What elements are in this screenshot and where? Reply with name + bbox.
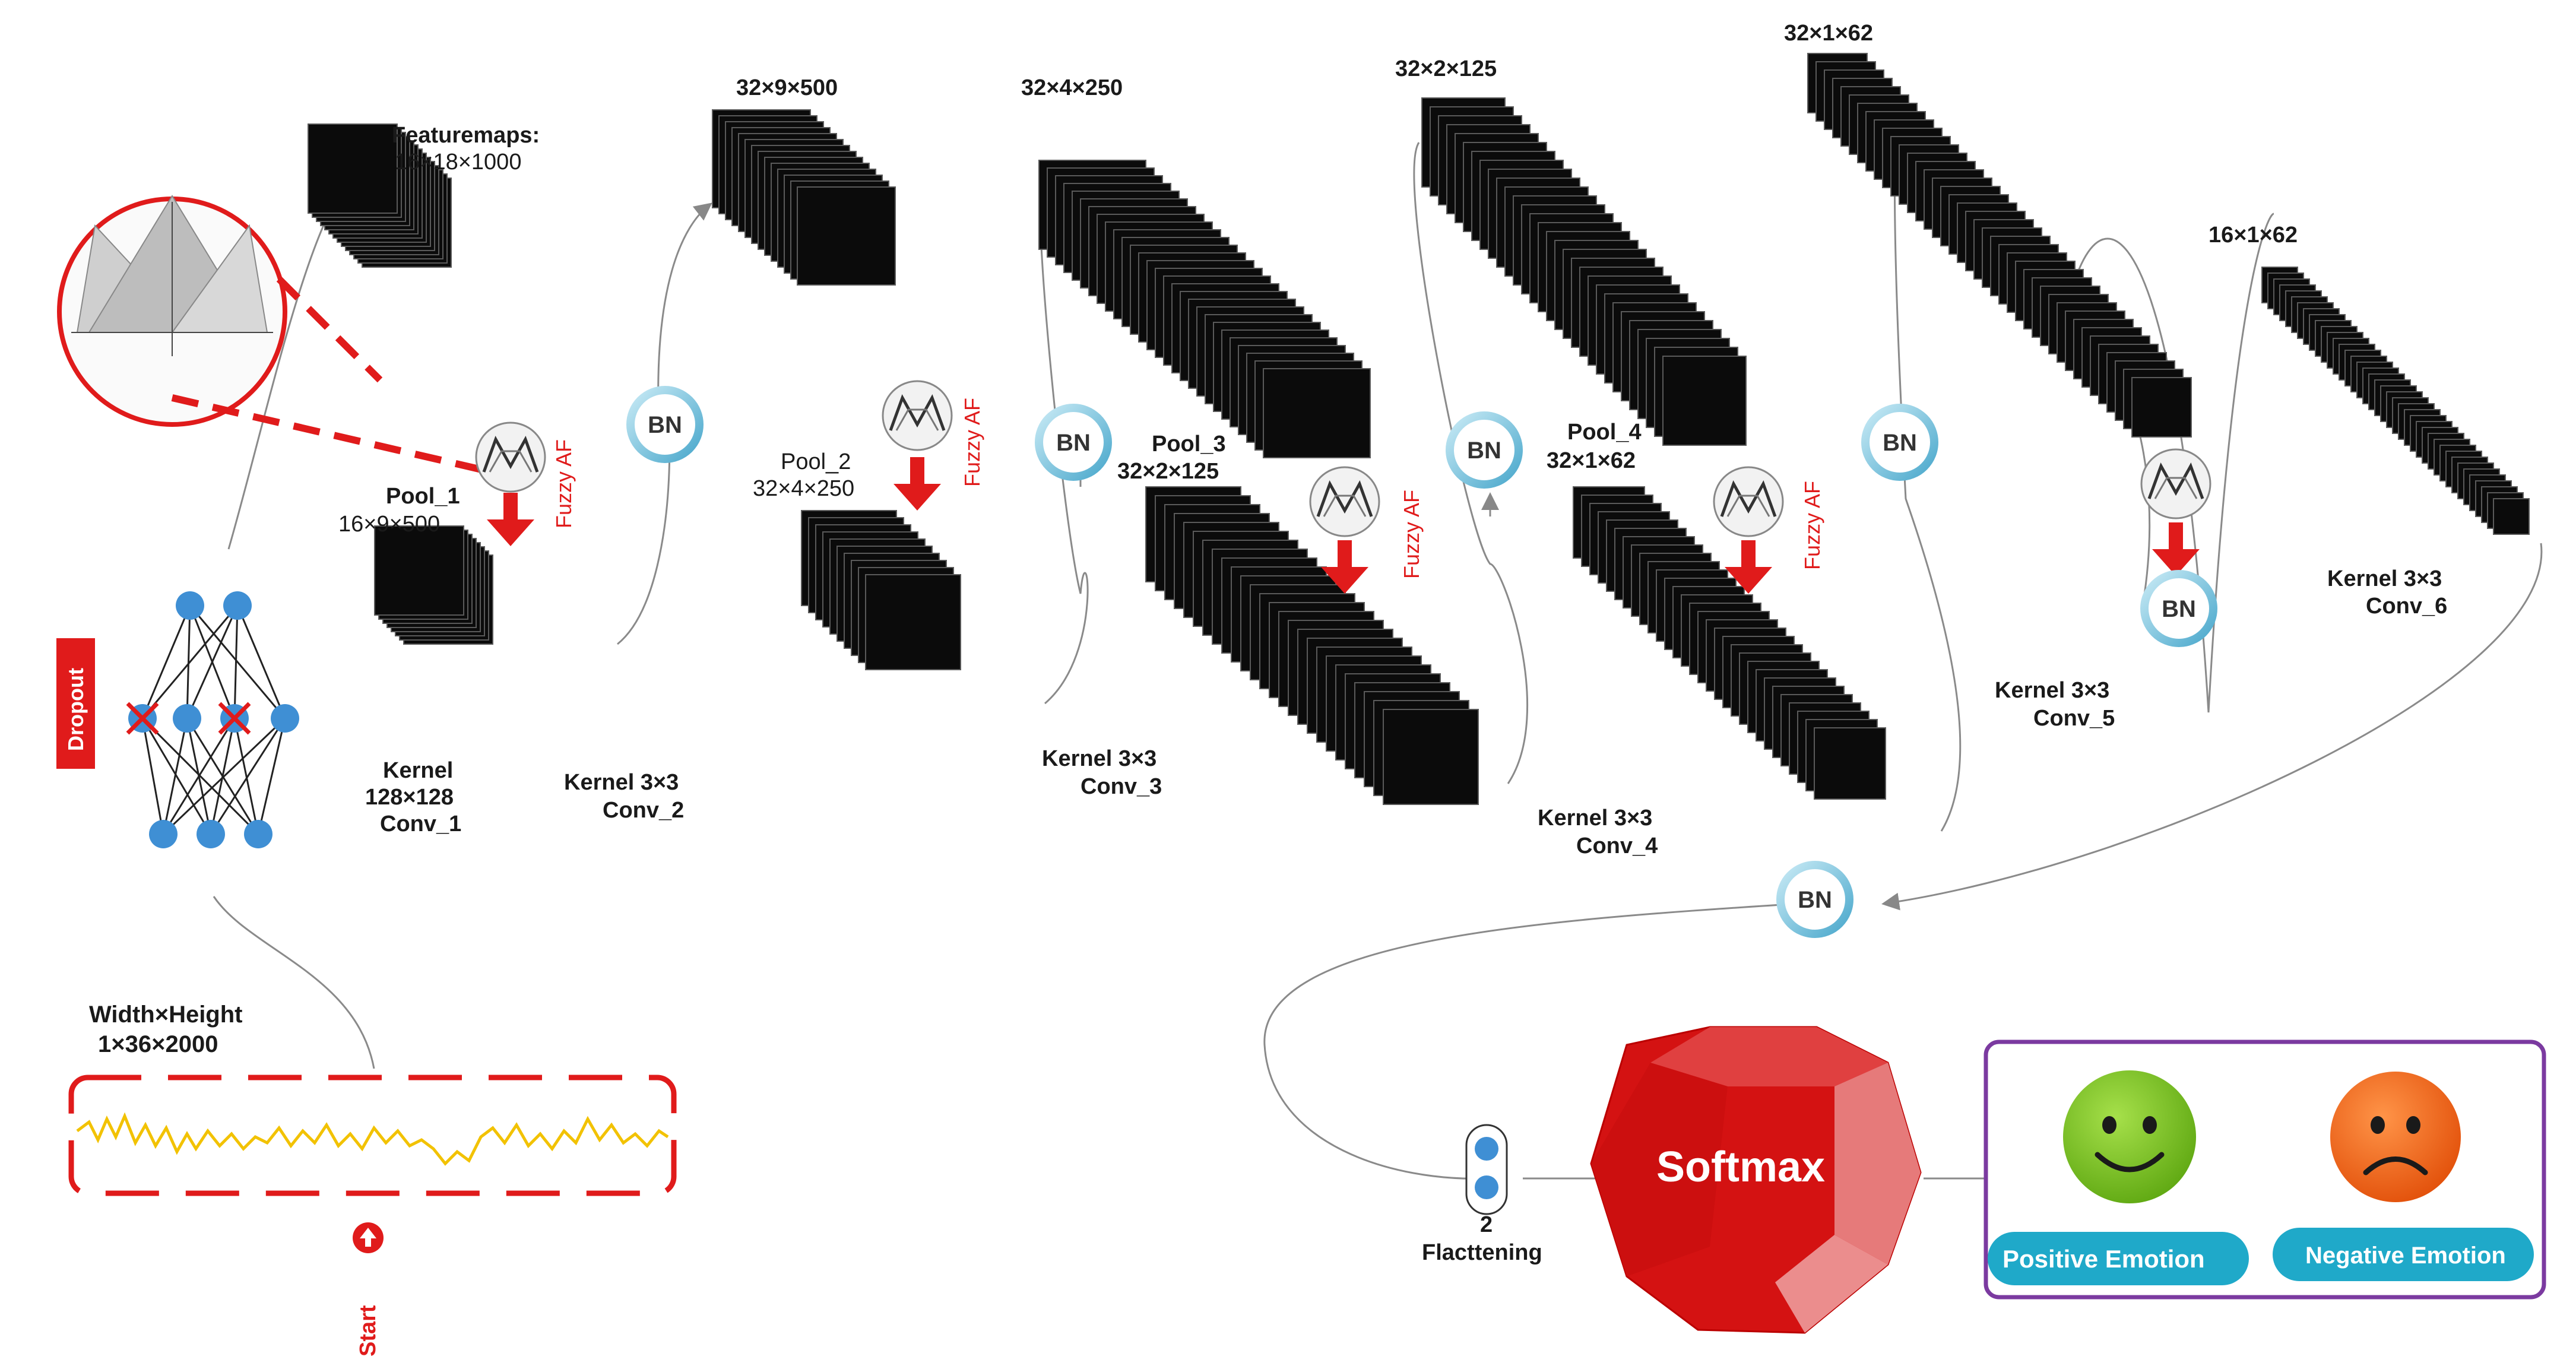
conv6-kernel-label: Kernel 3×3 — [2327, 566, 2442, 591]
pool3-featuremap-stack — [1145, 486, 1479, 805]
fuzzy-af-icon — [1309, 466, 1380, 537]
fuzzy-af-icon — [882, 380, 953, 451]
input-size: 1×36×2000 — [98, 1031, 218, 1057]
dropout-network: Dropout — [56, 591, 299, 848]
red-down-arrow-icon — [893, 457, 941, 511]
input-signal-group: Width×Height 1×36×2000 Start — [68, 1002, 677, 1357]
flatten-label: Flacttening — [1422, 1240, 1542, 1265]
featuremap-blocks — [308, 53, 2530, 805]
fuzzy-af-icon — [1713, 466, 1784, 537]
bn-badge: BN — [2140, 570, 2217, 647]
fuzzy-af-units — [475, 380, 2211, 594]
red-down-arrow-icon — [1725, 540, 1772, 594]
fuzzy-af-label-1: Fuzzy AF — [552, 439, 576, 528]
fuzzy-af-label-4: Fuzzy AF — [1800, 481, 1824, 570]
bn-label: BN — [1056, 430, 1091, 456]
dropout-badge — [56, 638, 95, 769]
flatten-node — [1465, 1124, 1508, 1215]
red-down-arrow-icon — [1321, 540, 1368, 594]
bn-label: BN — [2162, 596, 2196, 622]
conv1-kernel-label: Kernel — [383, 758, 453, 783]
bn-badge: BN — [1035, 404, 1112, 481]
bn-label: BN — [1883, 430, 1917, 456]
bn-badge: BN — [1861, 404, 1938, 481]
input-signal-frame — [68, 1075, 677, 1196]
bn-badge: BN — [626, 386, 704, 463]
input-title: Width×Height — [89, 1002, 243, 1028]
bn-badge: BN — [1776, 861, 1853, 938]
pool1-featuremap-stack — [374, 525, 493, 645]
pool3-size: 32×2×125 — [1117, 459, 1219, 484]
conv3-kernel-label: Kernel 3×3 — [1042, 746, 1156, 771]
conv4-size: 32×2×125 — [1395, 56, 1497, 81]
red-down-arrow-icon — [2152, 522, 2200, 576]
conv2-name: Conv_2 — [603, 798, 684, 823]
bn-badge: BN — [1446, 411, 1523, 489]
dropped-node-cross-icon — [126, 702, 251, 735]
conv4-featuremap-stack — [1421, 97, 1747, 446]
conv5-size: 32×1×62 — [1784, 21, 1873, 46]
conv5-featuremap-stack — [1807, 53, 2192, 438]
conv3-name: Conv_3 — [1081, 774, 1162, 799]
conv1-name: Conv_1 — [380, 812, 461, 836]
positive-emotion-label: Positive Emotion — [2003, 1245, 2205, 1273]
negative-emotion-pill — [2273, 1228, 2534, 1281]
featuremaps-size: 16×18×1000 — [395, 150, 521, 175]
softmax-label: Softmax — [1656, 1143, 1825, 1191]
sad-face-icon — [2330, 1072, 2461, 1202]
conv6-featuremap-stack — [2261, 267, 2530, 535]
conv1-featuremap-stack — [308, 123, 452, 268]
eeg-signal-trace — [76, 1112, 669, 1166]
start-up-arrow-icon — [353, 1222, 384, 1253]
conv2-featuremap-stack — [712, 109, 896, 286]
start-label: Start — [356, 1305, 381, 1357]
conv1-kernel-size: 128×128 — [365, 785, 454, 810]
conv5-name: Conv_5 — [2033, 706, 2115, 731]
conv3-size: 32×4×250 — [1021, 75, 1123, 100]
fuzzy-af-label-2: Fuzzy AF — [960, 398, 984, 487]
bn-badges: BN BN BN BN BN BN — [626, 386, 2217, 938]
conv2-kernel-label: Kernel 3×3 — [564, 770, 679, 795]
negative-emotion-label: Negative Emotion — [2305, 1243, 2506, 1269]
fuzzy-membership-inset — [57, 195, 506, 478]
red-down-arrow-icon — [487, 493, 534, 546]
fuzzy-af-icon — [475, 422, 546, 493]
conv3-featuremap-stack — [1038, 160, 1371, 458]
pool4-size: 32×1×62 — [1547, 448, 1636, 473]
connector-curves — [213, 88, 2543, 1188]
conv2-size: 32×9×500 — [736, 75, 838, 100]
conv4-name: Conv_4 — [1576, 834, 1658, 858]
conv6-name: Conv_6 — [2366, 594, 2447, 619]
pool4-featuremap-stack — [1573, 486, 1886, 800]
bn-label: BN — [1467, 438, 1501, 464]
pool2-featuremap-stack — [801, 510, 961, 670]
featuremaps-title: Featuremaps: — [392, 123, 540, 148]
conv5-kernel-label: Kernel 3×3 — [1995, 678, 2109, 703]
fuzzy-af-icon — [2140, 448, 2211, 519]
pool4-name: Pool_4 — [1567, 420, 1642, 445]
bn-label: BN — [1798, 887, 1832, 913]
fuzzy-af-label-3: Fuzzy AF — [1399, 490, 1424, 579]
pool2-name: Pool_2 — [781, 449, 851, 474]
pool2-size: 32×4×250 — [753, 476, 854, 501]
pool1-name: Pool_1 — [386, 484, 460, 509]
pool1-size: 16×9×500 — [338, 512, 440, 537]
softmax-polyhedron — [1590, 1026, 1922, 1334]
happy-face-icon — [2063, 1070, 2196, 1203]
positive-emotion-pill — [1988, 1232, 2249, 1285]
dropout-label: Dropout — [64, 668, 88, 751]
pool3-name: Pool_3 — [1152, 432, 1226, 457]
bn-label: BN — [648, 412, 682, 438]
flatten-count: 2 — [1480, 1212, 1493, 1237]
conv6-size: 16×1×62 — [2209, 223, 2298, 248]
conv4-kernel-label: Kernel 3×3 — [1538, 806, 1652, 831]
